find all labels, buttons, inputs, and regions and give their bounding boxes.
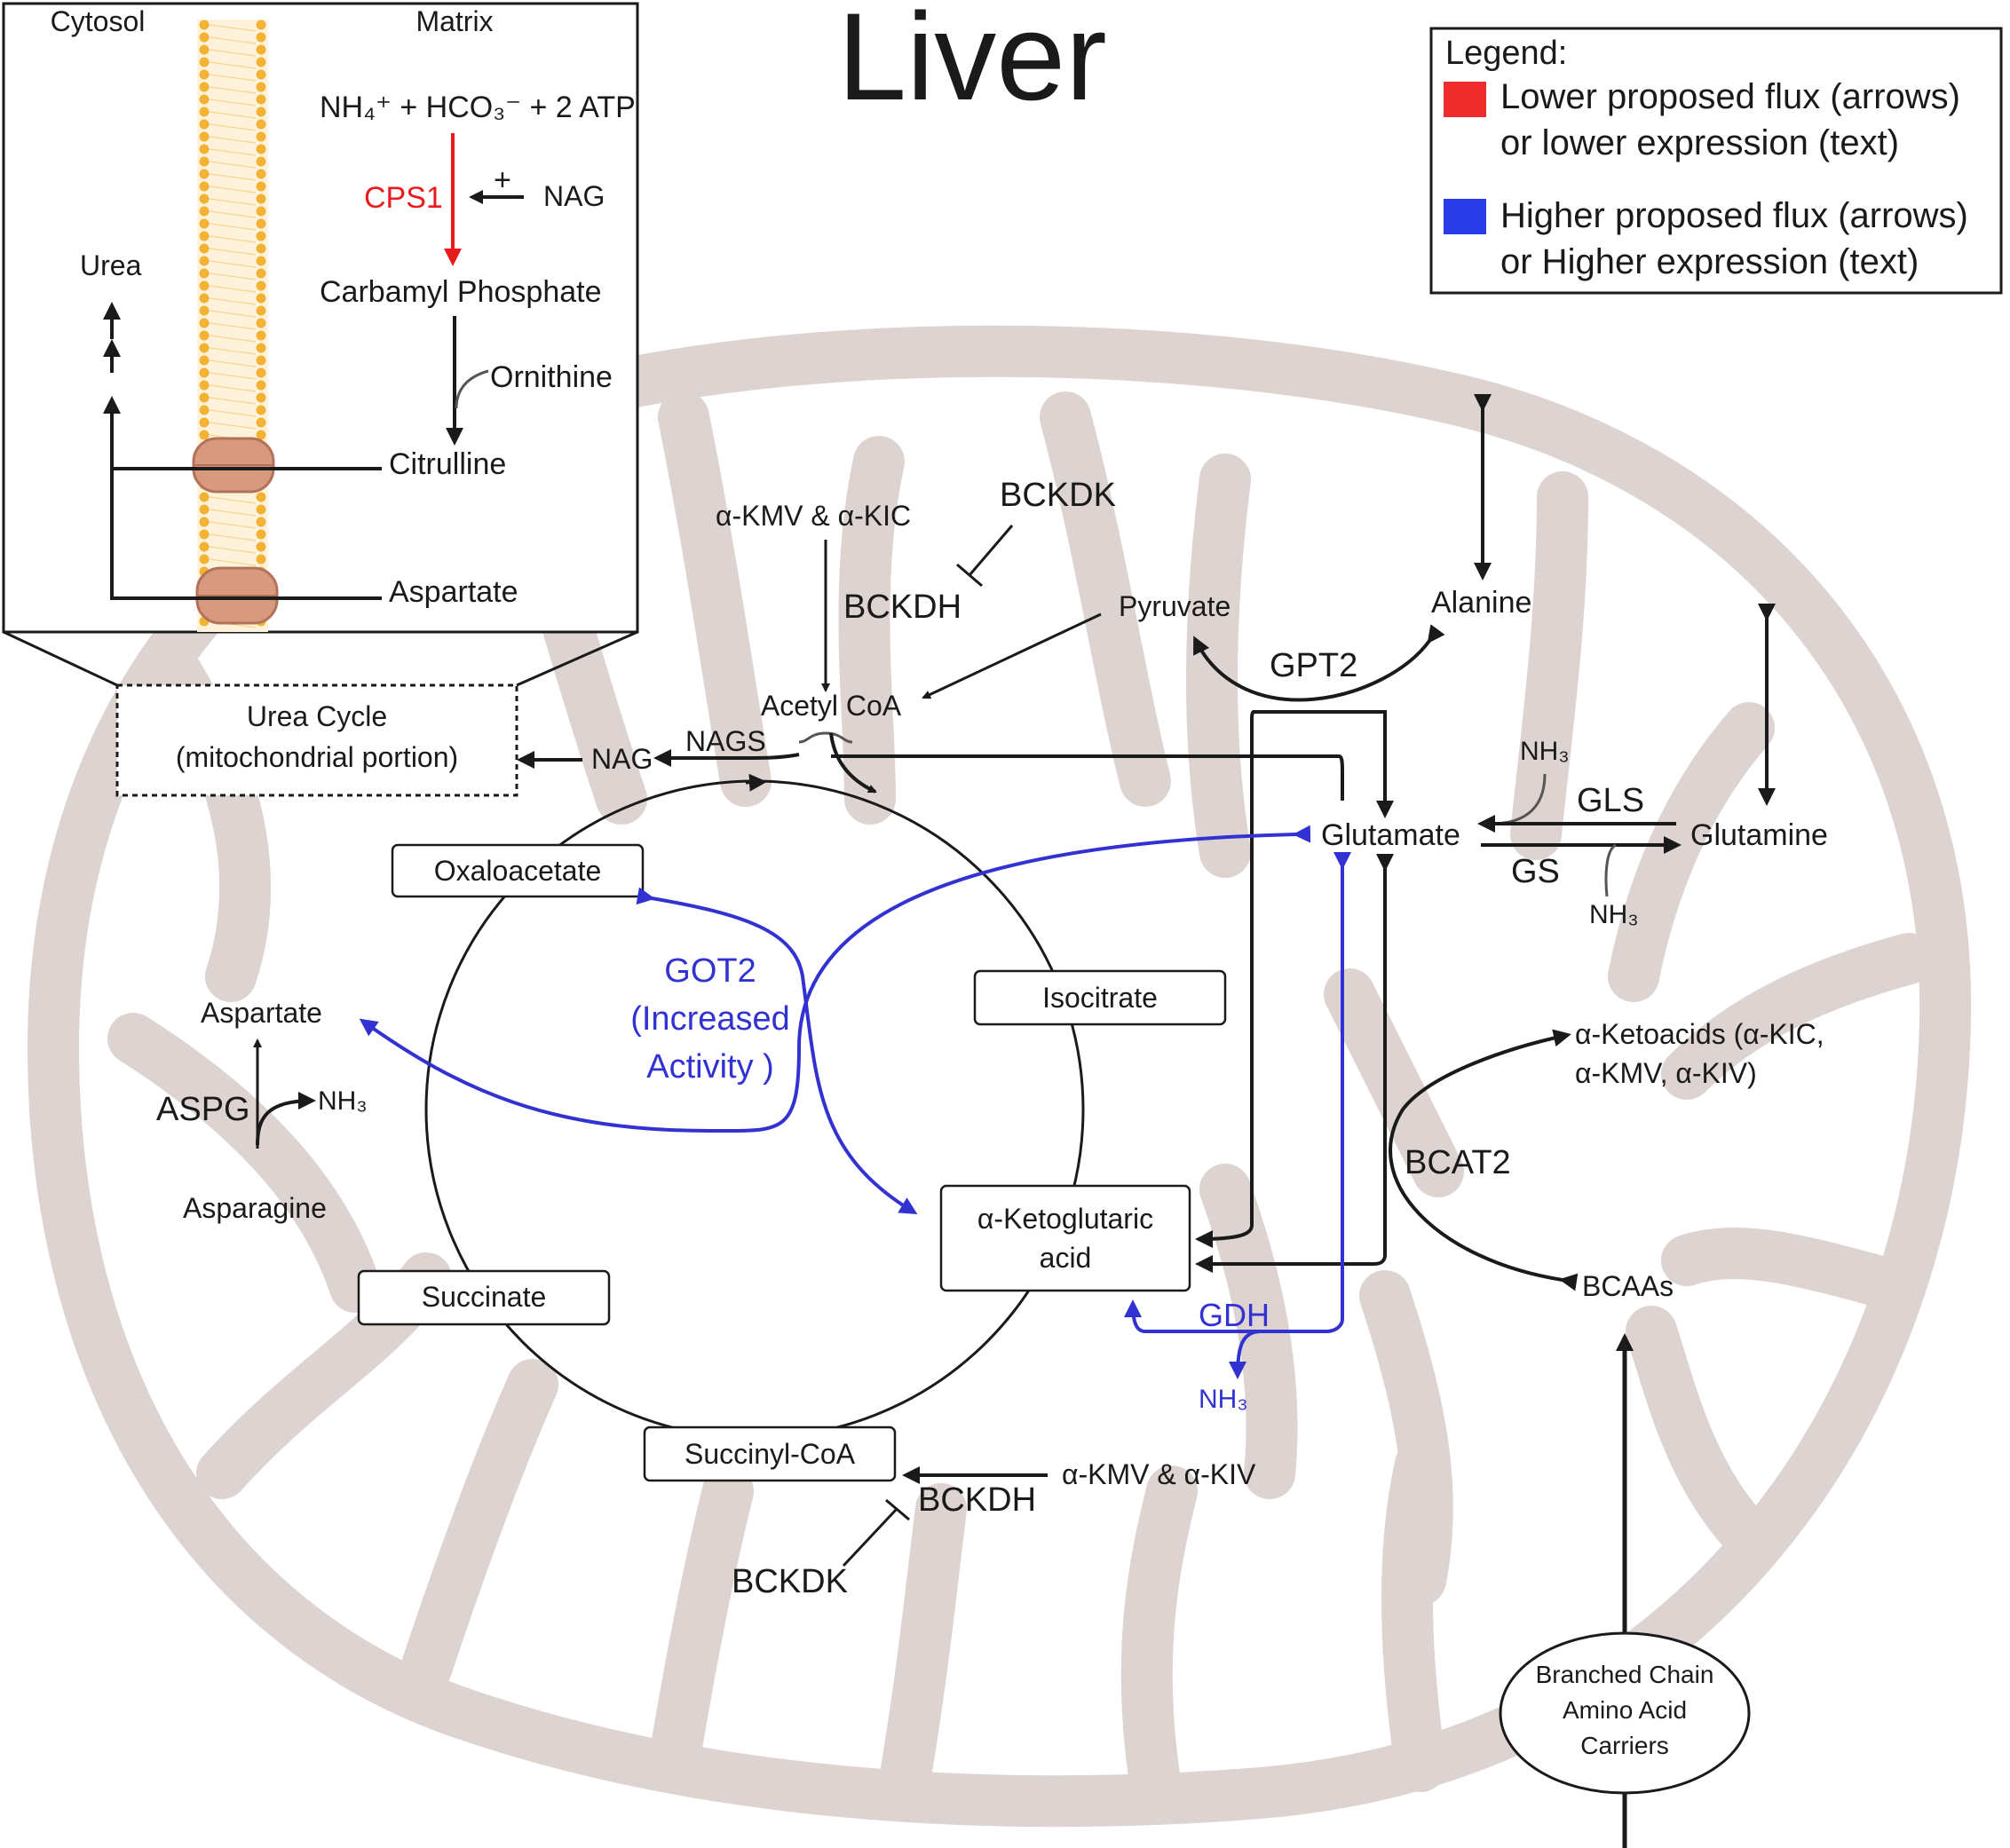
carrier-label-2: Amino Acid: [1563, 1696, 1687, 1724]
pyruvate-label: Pyruvate: [1119, 590, 1231, 622]
bckdk-bottom-label: BCKDK: [732, 1563, 848, 1600]
glutamate-label: Glutamate: [1321, 818, 1460, 852]
inset-reactants: NH₄⁺ + HCO₃⁻ + 2 ATP: [320, 91, 636, 124]
isocitrate-label: Isocitrate: [1042, 982, 1158, 1014]
carrier-label-3: Carriers: [1580, 1732, 1669, 1759]
succinyl-coa-box: [643, 1425, 897, 1482]
ketoacids-label-2: α-KMV, α-KIV): [1575, 1057, 1757, 1089]
legend-red-line1: Lower proposed flux (arrows): [1500, 77, 1960, 116]
nag-label: NAG: [591, 743, 653, 775]
legend-box: [1429, 27, 2003, 295]
got2-label-3: Activity ): [646, 1048, 774, 1086]
got2-label-2: (Increased: [630, 1000, 790, 1038]
gs-label: GS: [1511, 853, 1560, 890]
akg-label-2: acid: [1040, 1242, 1092, 1274]
inset-ornithine: Ornithine: [490, 360, 613, 394]
legend-blue-line1: Higher proposed flux (arrows): [1500, 196, 1968, 235]
urea-cycle-line1: Urea Cycle: [247, 700, 387, 732]
inset-cytosol-label: Cytosol: [51, 5, 146, 37]
bcat2-label: BCAT2: [1405, 1144, 1511, 1181]
a-kmv-kic-label: α-KMV & α-KIC: [716, 500, 911, 532]
bckdh-bottom-label: BCKDH: [918, 1481, 1036, 1519]
inset-citrulline: Citrulline: [389, 447, 506, 481]
asparagine-label: Asparagine: [183, 1192, 327, 1224]
bcaa-carrier-oval: [1499, 1631, 1751, 1795]
urea-cycle-line2: (mitochondrial portion): [176, 741, 458, 773]
oxaloacetate-label: Oxaloacetate: [434, 855, 602, 887]
a-kmv-kiv-label: α-KMV & α-KIV: [1062, 1458, 1256, 1490]
nh3-gs-label: NH₃: [1589, 900, 1639, 929]
akg-label-1: α-Ketoglutaric: [977, 1203, 1153, 1235]
urea-cycle-box: [115, 683, 518, 797]
aspartate-label: Aspartate: [201, 997, 322, 1029]
gdh-label: GDH: [1199, 1297, 1270, 1333]
legend-red-swatch: [1444, 82, 1486, 117]
inset-plus: +: [494, 163, 511, 197]
gpt2-label: GPT2: [1270, 647, 1357, 684]
urea-cycle-inset: Cytosol Matrix NH₄⁺ + HCO₃⁻ + 2 ATP CPS1…: [2, 2, 639, 634]
inset-carbamyl: Carbamyl Phosphate: [320, 275, 602, 309]
legend-blue-line2: or Higher expression (text): [1500, 242, 1919, 281]
gls-label: GLS: [1577, 782, 1644, 819]
alpha-ketoglutarate-box: [939, 1184, 1191, 1292]
ketoacids-label-1: α-Ketoacids (α-KIC,: [1575, 1018, 1824, 1050]
legend-heading: Legend:: [1445, 35, 1567, 72]
aspg-label: ASPG: [156, 1091, 250, 1128]
inset-cps1: CPS1: [364, 181, 443, 215]
legend-blue-swatch: [1444, 199, 1486, 234]
nh3-gdh-label: NH₃: [1199, 1385, 1248, 1414]
alanine-label: Alanine: [1431, 586, 1531, 620]
bcaas-label: BCAAs: [1582, 1270, 1674, 1302]
nh3-aspg-label: NH₃: [318, 1086, 368, 1116]
inset-matrix-label: Matrix: [415, 5, 493, 37]
nags-label: NAGS: [685, 725, 766, 757]
succinate-label: Succinate: [422, 1281, 547, 1313]
legend: Legend: Lower proposed flux (arrows) or …: [1429, 27, 2003, 295]
succinyl-coa-label: Succinyl-CoA: [685, 1438, 856, 1470]
inset-aspartate: Aspartate: [389, 575, 518, 609]
nh3-gls-label: NH₃: [1520, 737, 1570, 766]
bckdh-top-label: BCKDH: [843, 588, 961, 626]
acetyl-coa-label: Acetyl CoA: [761, 690, 902, 722]
succinate-box: [357, 1269, 611, 1326]
mitochondrial-membrane: [192, 20, 279, 632]
inset-nag: NAG: [543, 180, 605, 212]
carrier-label-1: Branched Chain: [1536, 1661, 1714, 1688]
bckdk-top-label: BCKDK: [1000, 477, 1116, 514]
glutamine-label: Glutamine: [1690, 818, 1828, 852]
title: Liver: [837, 0, 1106, 126]
legend-red-line2: or lower expression (text): [1500, 123, 1899, 162]
got2-label-1: GOT2: [664, 952, 756, 990]
inset-urea: Urea: [80, 249, 142, 281]
